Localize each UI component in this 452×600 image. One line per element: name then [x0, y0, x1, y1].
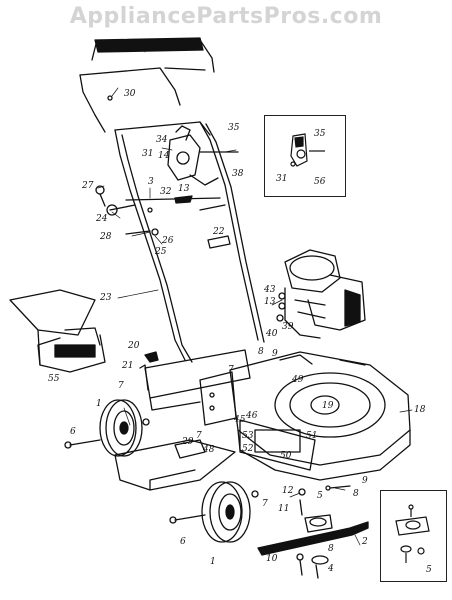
grass-catcher — [9, 289, 106, 373]
callout-8-blade: 8 — [353, 489, 359, 499]
handle-hardware — [95, 185, 231, 249]
callout-2: 2 — [362, 537, 368, 547]
callout-50: 50 — [280, 451, 292, 461]
callout-9-deck: 9 — [272, 349, 278, 359]
callout-49: 49 — [292, 375, 304, 385]
callout-7-mid: 7 — [228, 365, 234, 375]
callout-1-rear: 1 — [96, 399, 102, 409]
upper-handle — [79, 67, 206, 133]
inset-blade-adapter-detail — [380, 490, 447, 582]
callout-22: 22 — [213, 227, 225, 237]
callout-18: 18 — [414, 405, 426, 415]
callout-32: 32 — [160, 187, 172, 197]
callout-8-washer: 8 — [328, 544, 334, 554]
callout-35: 35 — [228, 123, 240, 133]
callout-12: 12 — [282, 486, 294, 496]
callout-1-front: 1 — [210, 557, 216, 567]
callout-6-front: 6 — [180, 537, 186, 547]
inset-callout-35: 35 — [314, 129, 326, 139]
callout-55: 55 — [48, 374, 60, 384]
watermark: AppliancePartsPros.com — [69, 4, 383, 29]
callout-13-engine: 13 — [264, 297, 276, 307]
callout-25: 25 — [155, 247, 167, 257]
throttle-control — [167, 125, 239, 204]
inset-callout-5: 5 — [426, 565, 432, 575]
callout-5: 5 — [317, 491, 323, 501]
callout-19: 19 — [322, 401, 334, 411]
callout-10: 10 — [266, 554, 278, 564]
callout-29: 29 — [182, 437, 194, 447]
callout-48: 48 — [203, 445, 215, 455]
callout-7-front: 7 — [262, 499, 268, 509]
front-wheel — [169, 481, 259, 543]
callout-45: 45 — [234, 415, 246, 425]
leader-lines — [97, 45, 413, 546]
callout-26: 26 — [162, 236, 174, 246]
callout-43: 43 — [264, 285, 276, 295]
inset-callout-31: 31 — [276, 174, 288, 184]
callout-9-blade: 9 — [362, 476, 368, 486]
callout-14: 14 — [158, 151, 170, 161]
blade-assembly — [257, 485, 369, 579]
mower-deck — [199, 351, 411, 481]
callout-34: 34 — [156, 135, 168, 145]
callout-38: 38 — [232, 169, 244, 179]
callout-6-rear: 6 — [70, 427, 76, 437]
callout-21: 21 — [122, 361, 134, 371]
callout-30-grip: 30 — [146, 44, 158, 54]
engine — [276, 249, 366, 339]
callout-7-rear: 7 — [118, 381, 124, 391]
rear-deflector — [139, 349, 251, 411]
callout-13: 13 — [178, 184, 190, 194]
callout-31: 31 — [142, 149, 154, 159]
callout-51: 51 — [306, 431, 318, 441]
callout-30-handle: 30 — [124, 89, 136, 99]
callout-3: 3 — [148, 177, 154, 187]
callout-53: 53 — [242, 431, 254, 441]
rear-wheel — [64, 399, 150, 457]
inset-callout-56: 56 — [314, 177, 326, 187]
callout-8-deck: 8 — [258, 347, 264, 357]
inset-throttle-detail — [264, 115, 346, 197]
rear-skirt — [114, 439, 236, 491]
callout-40: 40 — [266, 329, 278, 339]
handle-grip — [91, 37, 215, 73]
callout-28: 28 — [100, 232, 112, 242]
lower-handle — [114, 121, 265, 363]
callout-52: 52 — [242, 444, 254, 454]
callout-27: 27 — [82, 181, 94, 191]
callout-7-skirt: 7 — [196, 431, 202, 441]
callout-39: 39 — [282, 322, 294, 332]
callout-24: 24 — [96, 214, 108, 224]
callout-11: 11 — [278, 504, 290, 514]
callout-46: 46 — [246, 411, 258, 421]
callout-23: 23 — [100, 293, 112, 303]
callout-20: 20 — [128, 341, 140, 351]
callout-4: 4 — [328, 564, 334, 574]
